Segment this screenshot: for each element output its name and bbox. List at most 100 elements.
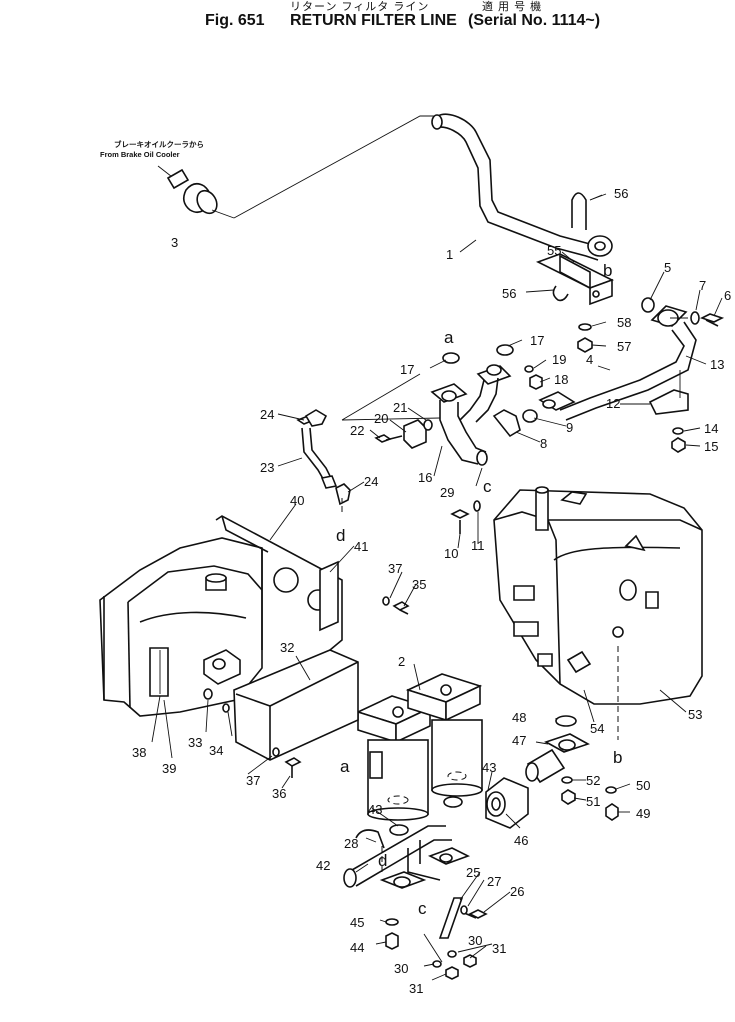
part-label-49: 49 <box>636 806 650 821</box>
part-label-14: 14 <box>704 421 718 436</box>
part-label-22: 22 <box>350 423 364 438</box>
o-ring-9 <box>522 409 538 423</box>
o-ring-43a <box>443 796 463 808</box>
elbow-16 <box>430 364 512 466</box>
o-ring-48 <box>555 715 577 727</box>
part-label-18: 18 <box>554 372 568 387</box>
part-label-4: 4 <box>586 352 593 367</box>
part-label-39: 39 <box>162 761 176 776</box>
part-label-16: 16 <box>418 470 432 485</box>
bolt-33 <box>203 688 213 700</box>
washer-30b <box>432 960 442 968</box>
washer-30a <box>447 950 457 958</box>
o-ring-43b <box>389 824 409 836</box>
part-label-13: 13 <box>710 357 724 372</box>
connection-letter-d-top: d <box>336 526 345 545</box>
part-label-32: 32 <box>280 640 294 655</box>
part-label-46: 46 <box>514 833 528 848</box>
washer-45 <box>385 918 399 926</box>
return-filter-2 <box>355 673 483 821</box>
part-label-29: 29 <box>440 485 454 500</box>
part-label-34: 34 <box>209 743 223 758</box>
part-label-57: 57 <box>617 339 631 354</box>
nut-31a <box>463 954 477 968</box>
frame-40 <box>215 515 343 651</box>
part-label-8: 8 <box>540 436 547 451</box>
bracket-12 <box>648 389 689 415</box>
part-label-27: 27 <box>487 874 501 889</box>
part-label-56b: 56 <box>502 286 516 301</box>
connection-letter-a-top: a <box>444 328 454 347</box>
bolt-22 <box>374 434 403 443</box>
part-label-6: 6 <box>724 288 731 303</box>
flange-47 <box>525 733 590 784</box>
bracket-25 <box>438 897 464 939</box>
part-label-56a: 56 <box>614 186 628 201</box>
part-label-55: 55 <box>547 243 561 258</box>
hose-coupling-3 <box>157 115 436 219</box>
block-20 <box>403 419 427 449</box>
washer-19 <box>524 365 534 373</box>
connection-letter-c-bottom: c <box>418 899 427 918</box>
part-label-28: 28 <box>344 836 358 851</box>
part-label-17a: 17 <box>400 362 414 377</box>
washer-50 <box>605 786 617 794</box>
bolt-18 <box>529 374 543 390</box>
part-label-20: 20 <box>374 411 388 426</box>
plate-41 <box>319 560 339 632</box>
bolt-36 <box>284 757 302 778</box>
part-label-15: 15 <box>704 439 718 454</box>
o-ring-7 <box>690 311 700 325</box>
bolt-10 <box>450 509 470 534</box>
o-ring-5 <box>641 297 655 313</box>
brake-cooler-note-en: From Brake Oil Cooler <box>100 150 180 159</box>
part-label-10: 10 <box>444 546 458 561</box>
part-label-43a: 43 <box>482 760 496 775</box>
part-label-53: 53 <box>688 707 702 722</box>
part-label-11: 11 <box>471 538 485 553</box>
part-label-51: 51 <box>586 794 600 809</box>
brake-cooler-note-jp: ブレーキオイルクーラから <box>114 139 204 149</box>
part-label-37b: 37 <box>246 773 260 788</box>
clamp-8 <box>492 409 521 438</box>
part-label-40: 40 <box>290 493 304 508</box>
washer-14 <box>672 427 684 435</box>
connection-letters: a a b b c c d d <box>336 261 622 918</box>
hydraulic-tank-53 <box>493 486 703 705</box>
part-label-38: 38 <box>132 745 146 760</box>
washer-11 <box>473 500 481 512</box>
part-number-labels: 1 2 3 4 5 6 7 8 9 10 11 12 13 14 15 16 1… <box>132 186 731 996</box>
part-label-52: 52 <box>586 773 600 788</box>
washer-37a <box>382 596 390 606</box>
part-label-54: 54 <box>590 721 604 736</box>
part-label-9: 9 <box>566 420 573 435</box>
tank-38 <box>99 537 263 717</box>
part-label-1: 1 <box>446 247 453 262</box>
part-label-17b: 17 <box>530 333 544 348</box>
japanese-serial-label: 適 用 号 機 <box>482 1 543 13</box>
part-label-47: 47 <box>512 733 526 748</box>
part-label-5: 5 <box>664 260 671 275</box>
part-label-42: 42 <box>316 858 330 873</box>
part-label-33: 33 <box>188 735 202 750</box>
fitting-24b <box>335 483 351 506</box>
figure-number: Fig. 651 <box>205 12 265 29</box>
part-label-31a: 31 <box>492 941 506 956</box>
part-label-24a: 24 <box>260 407 274 422</box>
pipe-4 <box>538 305 697 421</box>
nut-15 <box>671 437 686 453</box>
part-label-26: 26 <box>510 884 524 899</box>
o-ring-17a <box>442 352 460 364</box>
washer-37b <box>272 747 280 757</box>
leader-lines <box>151 194 723 981</box>
bracket-55 <box>535 253 615 306</box>
part-label-58: 58 <box>617 315 631 330</box>
part-label-45: 45 <box>350 915 364 930</box>
part-label-30a: 30 <box>468 933 482 948</box>
connection-letter-b-bottom: b <box>613 748 622 767</box>
washer-58 <box>578 323 592 331</box>
o-ring-17b <box>496 344 514 356</box>
connection-letter-c-top: c <box>483 477 492 496</box>
japanese-title: リターン フィルタ ライン <box>290 1 430 13</box>
